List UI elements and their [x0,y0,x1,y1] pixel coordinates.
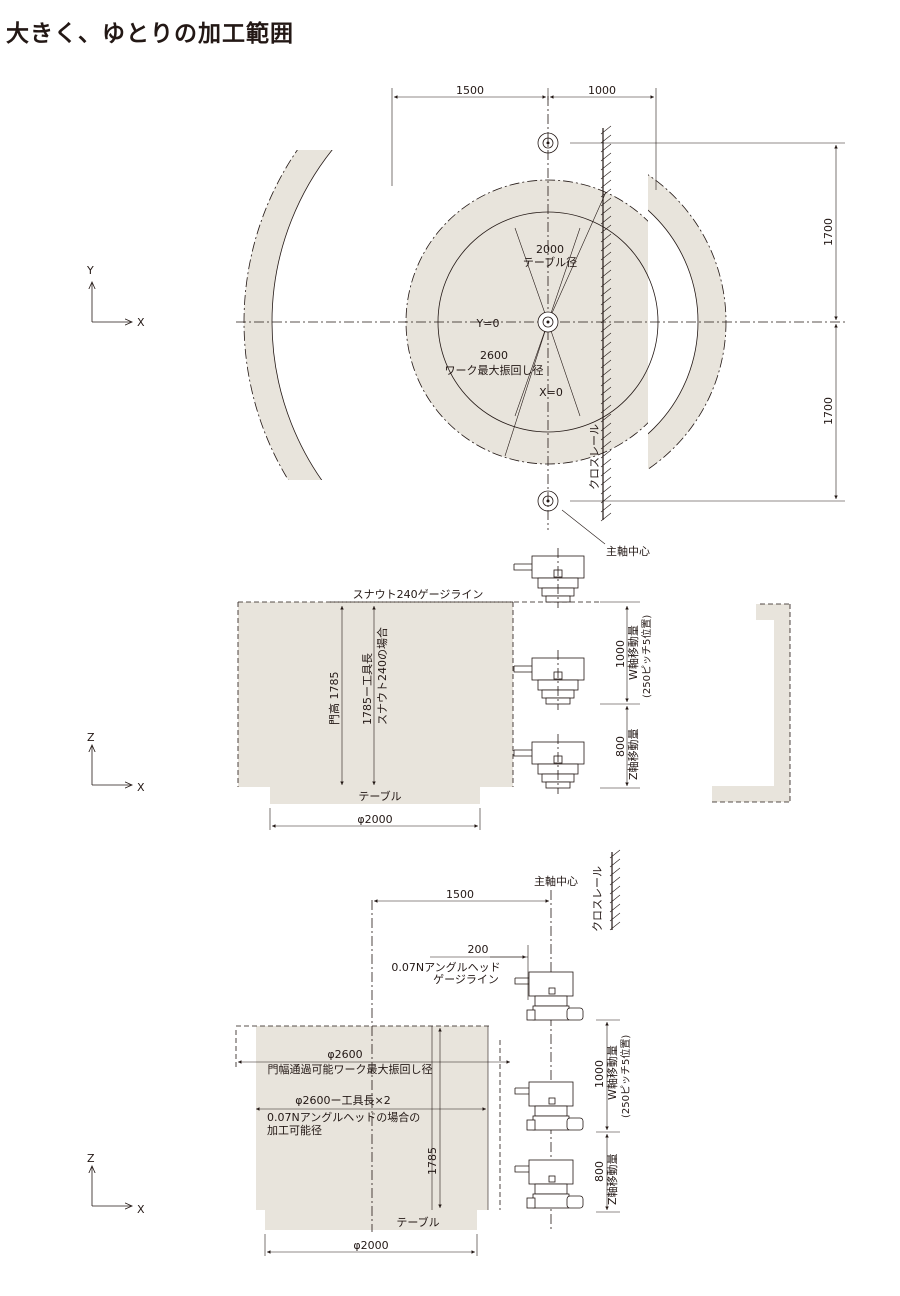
front-z-value: 800 [614,736,627,757]
portal-swing-label: 門幅通過可能ワーク最大振回し径 [268,1062,433,1076]
spindle-marker-top [537,132,559,154]
side-table [265,1210,477,1230]
snout-gauge-line: スナウト240ゲージライン [353,588,484,601]
work-swing-value: 2600 [480,349,508,362]
side-z-value: 800 [593,1161,606,1182]
side-height-1785: 1785 [426,1147,439,1175]
side-dim-1500: 1500 [446,888,474,901]
front-table [270,787,480,804]
table-dia-label: テーブル径 [523,255,577,269]
front-w-value: 1000 [614,640,627,668]
svg-text:X: X [137,1203,145,1216]
spindle-center-label-side: 主軸中心 [534,874,578,888]
axis-symbol-zx-side: Z X [87,1152,145,1216]
svg-text:X: X [137,316,145,329]
dim-1000-top: 1000 [588,84,616,97]
tool-formula-note: スナウト240の場合 [375,627,389,725]
spindle-head-front-2 [513,650,585,710]
angle-head-gauge-2: ゲージライン [433,973,499,986]
front-table-label: テーブル [358,789,401,803]
portal-column [712,604,790,802]
tool-formula: 1785ー工具長 [361,653,374,725]
cross-rail-hatch [600,125,612,522]
table-dia-value: 2000 [536,243,564,256]
side-table-label: テーブル [396,1215,439,1229]
angle-note-1: 0.07Nアングルヘッドの場合の [267,1110,420,1124]
top-view: 1500 1000 1700 1700 2000 テーブル径 Y=0 2600 … [236,84,846,558]
x-zero: X=0 [539,386,563,399]
side-dim-200: 200 [468,943,489,956]
front-table-dia: φ2000 [357,813,392,826]
spindle-head-front-3 [513,734,585,794]
svg-text:Z: Z [87,731,95,744]
dim-1500-top: 1500 [456,84,484,97]
front-z-label: Z軸移動量 [626,728,640,780]
page-title: 大きく、ゆとりの加工範囲 [6,21,294,47]
svg-text:Z: Z [87,1152,95,1165]
svg-text:X: X [137,781,145,794]
angle-head-side-2 [514,1081,584,1131]
angle-formula: φ2600ー工具長×2 [295,1094,390,1107]
front-view: テーブル スナウト240ゲージライン 門高 1785 1785ー工具長 スナウト… [237,548,791,830]
y-zero: Y=0 [476,317,500,330]
angle-head-side-1 [514,971,584,1021]
front-w-label: W軸移動量 [626,625,640,680]
svg-text:Y: Y [86,264,94,277]
dim-1700-upper: 1700 [822,218,835,246]
side-view: テーブル クロスレール 主軸中心 1500 200 0.07Nアングルヘッド ゲ… [235,849,632,1256]
angle-head-gauge-1: 0.07Nアングルヘッド [391,960,500,974]
spindle-center-label-top: 主軸中心 [606,544,650,558]
spindle-marker-center [537,311,559,333]
cross-rail-label-top: クロスレール [588,424,601,490]
side-table-dia: φ2000 [353,1239,388,1252]
angle-head-side-3 [514,1159,584,1209]
spindle-marker-bottom [537,490,559,512]
portal-swing-value: φ2600 [327,1048,362,1061]
side-w-value: 1000 [593,1060,606,1088]
angle-note-2: 加工可能径 [267,1123,322,1137]
axis-symbol-zx-front: Z X [87,731,145,794]
side-w-pitch: (250ピッチ5位置) [619,1035,632,1118]
portal-height: 門高 1785 [327,672,341,726]
cross-rail-label-side: クロスレール [591,866,604,932]
front-w-pitch: (250ピッチ5位置) [640,615,653,698]
side-z-label: Z軸移動量 [605,1153,619,1205]
side-w-label: W軸移動量 [605,1045,619,1100]
spindle-head-front-1 [513,548,585,608]
axis-symbol-xy: Y X [86,264,145,329]
dim-1700-lower: 1700 [822,397,835,425]
work-swing-label: ワーク最大振回し径 [445,363,544,377]
